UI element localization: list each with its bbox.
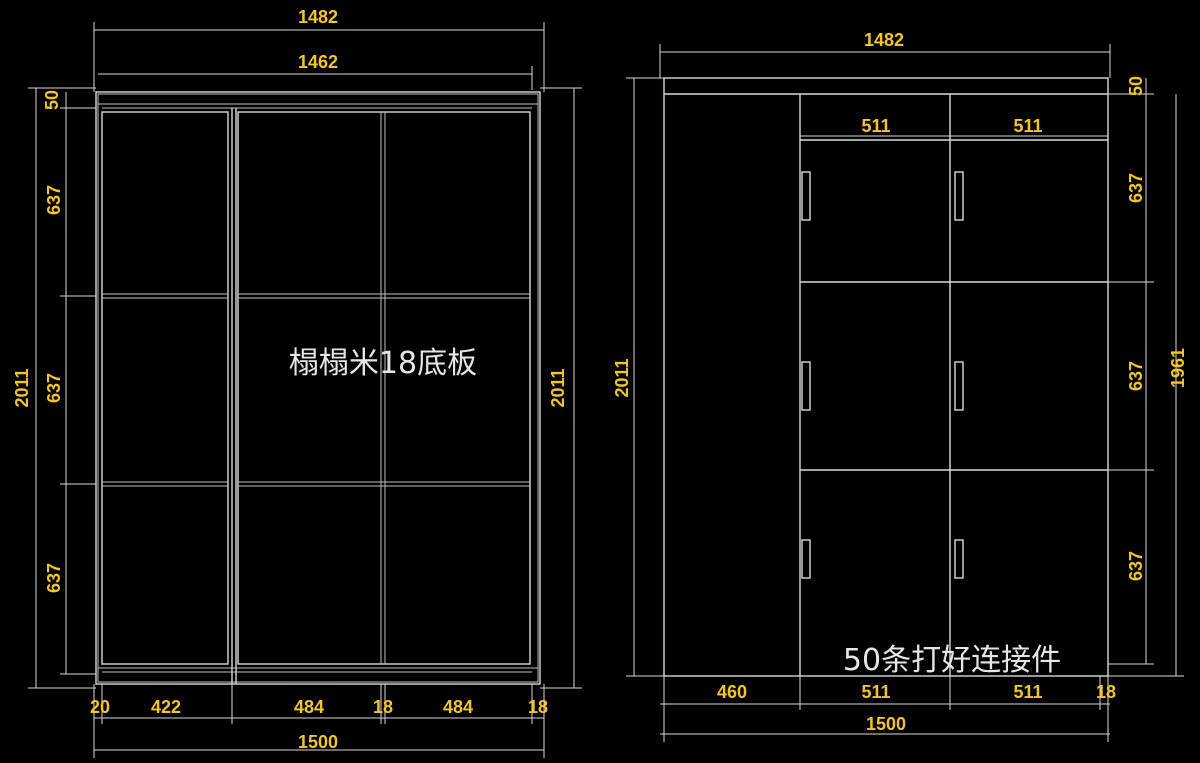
left-dim-bottom-b: 422 bbox=[151, 697, 181, 717]
right-dim-right-row3: 637 bbox=[1126, 551, 1146, 581]
right-outer-frame bbox=[663, 77, 1109, 677]
left-dim-top-inner: 1462 bbox=[298, 52, 338, 72]
left-panel-b bbox=[237, 111, 531, 665]
left-dim-bottom-e: 484 bbox=[443, 697, 473, 717]
right-dim-left-total: 2011 bbox=[612, 358, 632, 397]
left-panel-a bbox=[101, 111, 229, 665]
left-dim-bottom-a: 20 bbox=[90, 697, 110, 717]
right-handle-1 bbox=[801, 171, 811, 221]
right-handle-5 bbox=[801, 539, 811, 579]
right-dim-right-total: 1961 bbox=[1168, 348, 1188, 388]
right-dim-door-left: 511 bbox=[861, 116, 890, 136]
left-dim-bottom-c: 484 bbox=[294, 697, 324, 717]
right-dim-bottom-a: 460 bbox=[717, 682, 747, 702]
left-dim-right-total: 2011 bbox=[548, 368, 568, 407]
right-handle-4 bbox=[954, 361, 964, 411]
right-dim-top-outer: 1482 bbox=[864, 30, 904, 50]
left-dim-bottom-f: 18 bbox=[528, 697, 548, 717]
right-dim-door-right: 511 bbox=[1013, 116, 1042, 136]
left-outer-frame-inner bbox=[97, 93, 539, 683]
left-dim-left-total: 2011 bbox=[12, 368, 32, 407]
right-dim-right-row1: 637 bbox=[1126, 173, 1146, 203]
right-dim-right-row2: 637 bbox=[1126, 361, 1146, 391]
right-dim-bottom-c: 511 bbox=[1013, 682, 1042, 702]
left-dim-top-outer: 1482 bbox=[298, 7, 338, 27]
right-label-connectors: 50条打好连接件 bbox=[843, 643, 1061, 678]
left-dim-left-top: 50 bbox=[42, 90, 62, 110]
right-handle-3 bbox=[801, 361, 811, 411]
left-dim-bottom-d: 18 bbox=[373, 697, 393, 717]
right-dim-right-top: 50 bbox=[1126, 76, 1146, 96]
left-elevation: 1482 1462 50 637 637 637 2011 2011 20 42… bbox=[12, 7, 582, 758]
left-dim-bottom-total: 1500 bbox=[298, 732, 338, 752]
right-elevation: 1482 511 511 2011 50 637 637 637 1961 46… bbox=[612, 30, 1188, 742]
left-dim-left-row1: 637 bbox=[44, 185, 64, 215]
left-label-tatami-base: 榻榻米18底板 bbox=[289, 346, 477, 381]
left-dim-left-row3: 637 bbox=[44, 563, 64, 593]
right-dim-bottom-total: 1500 bbox=[866, 714, 906, 734]
right-dim-bottom-b: 511 bbox=[861, 682, 890, 702]
right-dim-bottom-d: 18 bbox=[1096, 682, 1116, 702]
right-handle-6 bbox=[954, 539, 964, 579]
right-handle-2 bbox=[954, 171, 964, 221]
left-outer-frame bbox=[95, 91, 541, 685]
left-dim-left-row2: 637 bbox=[44, 373, 64, 403]
